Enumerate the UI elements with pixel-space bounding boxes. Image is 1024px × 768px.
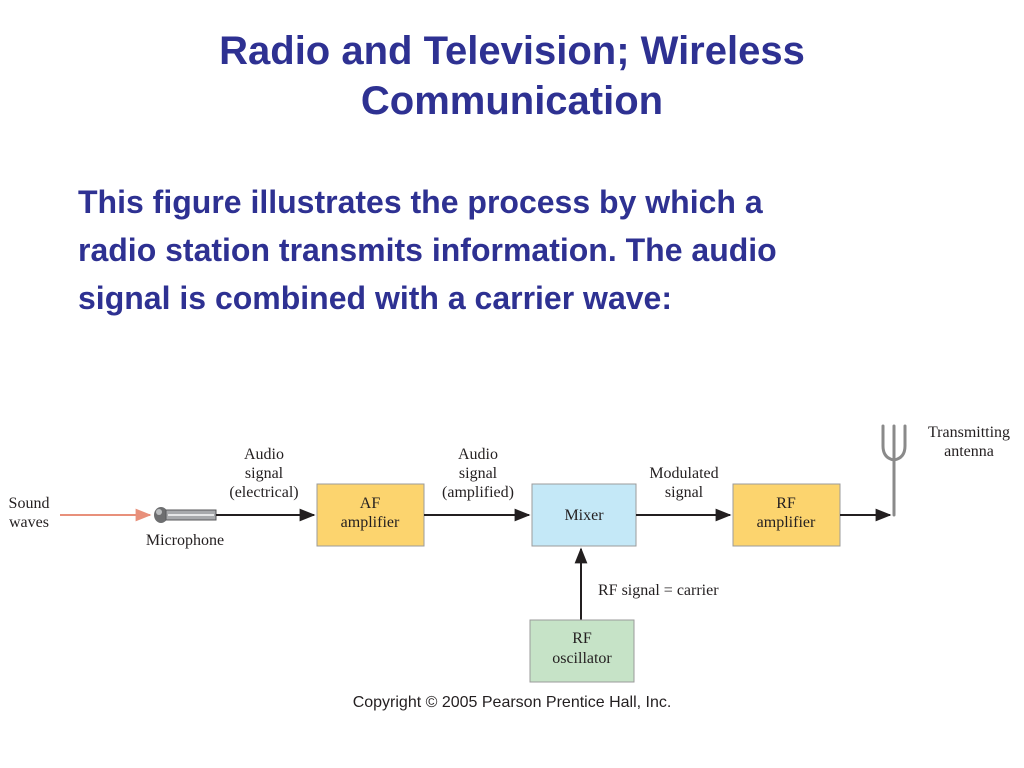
- mixer-box: [531, 483, 637, 547]
- rf-amplifier-box: [732, 483, 841, 547]
- body-line-3: signal is combined with a carrier wave:: [78, 280, 672, 316]
- rf-amplifier-label-line-2: amplifier: [757, 514, 816, 531]
- slide-body-text: This figure illustrates the process by w…: [78, 178, 978, 322]
- microphone-label: Microphone: [146, 532, 224, 549]
- rf-oscillator-label-line-1: RF: [572, 630, 592, 647]
- microphone-icon: [154, 507, 217, 523]
- af-amplifier-label-line-1: AF: [360, 495, 381, 512]
- audio-electrical-label-line-1: Audio: [244, 446, 284, 463]
- body-line-1: This figure illustrates the process by w…: [78, 184, 763, 220]
- antenna-label-line-2: antenna: [944, 443, 994, 460]
- rf-oscillator-box: [529, 619, 635, 683]
- audio-amplified-label-line-1: Audio: [458, 446, 498, 463]
- antenna-label-line-1: Transmitting: [928, 424, 1010, 441]
- audio-amplified-label-line-2: signal: [459, 465, 498, 482]
- rf-amplifier-label-line-1: RF: [776, 495, 796, 512]
- audio-amplified-label-line-3: (amplified): [442, 484, 514, 501]
- af-amplifier-box: [316, 483, 425, 547]
- slide-title-line-1: Radio and Television; Wireless: [219, 29, 805, 73]
- modulated-signal-label-line-2: signal: [665, 484, 704, 501]
- rf-oscillator-label-line-2: oscillator: [552, 650, 612, 667]
- modulated-signal-label-line-1: Modulated: [649, 465, 718, 482]
- slide-title: Radio and Television; Wireless Communica…: [0, 26, 1024, 126]
- audio-electrical-label-line-2: signal: [245, 465, 284, 482]
- slide-title-line-2: Communication: [360, 79, 664, 123]
- copyright-notice: Copyright © 2005 Pearson Prentice Hall, …: [352, 694, 672, 711]
- audio-electrical-label-line-3: (electrical): [229, 484, 298, 501]
- antenna-icon: [881, 424, 907, 517]
- body-line-2: radio station transmits information. The…: [78, 232, 777, 268]
- carrier-label: RF signal = carrier: [598, 582, 719, 599]
- sound-waves-label-line-2: waves: [9, 514, 49, 531]
- af-amplifier-label-line-2: amplifier: [341, 514, 400, 531]
- mixer-label: Mixer: [564, 507, 604, 524]
- sound-waves-label-line-1: Sound: [9, 495, 50, 512]
